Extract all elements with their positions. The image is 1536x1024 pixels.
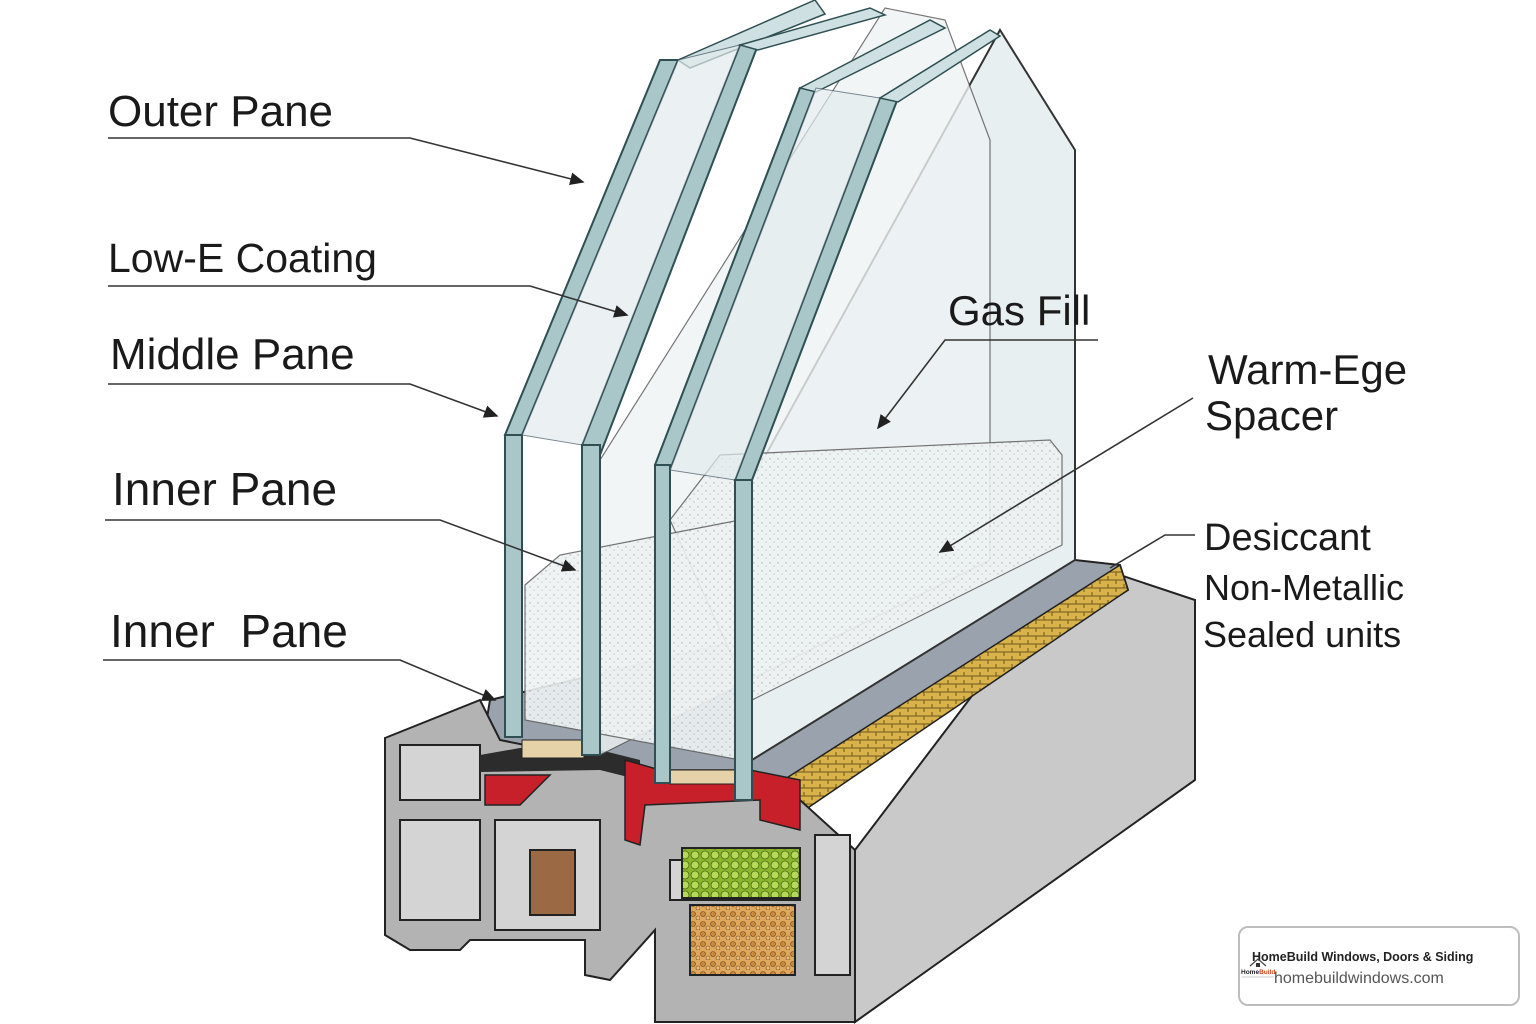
- leader-lines: [103, 137, 1195, 701]
- wood-reinforcement: [529, 849, 576, 916]
- label-middle-pane: Middle Pane: [110, 330, 355, 379]
- label-low-e-coating: Low-E Coating: [108, 235, 377, 281]
- label-desiccant: Desiccant: [1204, 517, 1371, 559]
- insulation-foam: [681, 847, 801, 899]
- insulation-fill: [689, 904, 796, 976]
- leader-low-e: [108, 285, 629, 318]
- label-gas-fill: Gas Fill: [948, 287, 1090, 334]
- leader-middle-pane: [108, 383, 499, 418]
- svg-text:HomeBuild: HomeBuild: [1241, 969, 1275, 976]
- leader-gas-fill: [877, 339, 1098, 430]
- seal-left: [484, 774, 552, 806]
- leader-desiccant: [1109, 534, 1195, 569]
- label-spacer: Spacer: [1205, 392, 1338, 439]
- label-outer-pane: Outer Pane: [108, 87, 333, 136]
- label-inner-pane-2: Inner Pane: [110, 605, 348, 657]
- glass-panes: [503, 0, 1076, 801]
- label-sealed-units: Sealed units: [1203, 614, 1401, 655]
- homebuild-badge[interactable]: HomeBuild Windows, Doors & Siding homebu…: [1238, 926, 1520, 1006]
- label-non-metallic: Non-Metallic: [1204, 567, 1404, 608]
- homebuild-logo-icon: HomeBuild: [1241, 958, 1275, 978]
- leader-spacer: [938, 397, 1194, 553]
- label-warm-edge: Warm-Ege: [1208, 346, 1407, 393]
- leader-outer-pane: [108, 137, 585, 186]
- leader-inner-pane-1: [105, 519, 577, 572]
- label-inner-pane: Inner Pane: [112, 463, 337, 515]
- leader-inner-pane-2: [103, 659, 497, 701]
- website-link[interactable]: homebuildwindows.com: [1274, 970, 1444, 987]
- company-name: HomeBuild Windows, Doors & Siding: [1252, 950, 1474, 964]
